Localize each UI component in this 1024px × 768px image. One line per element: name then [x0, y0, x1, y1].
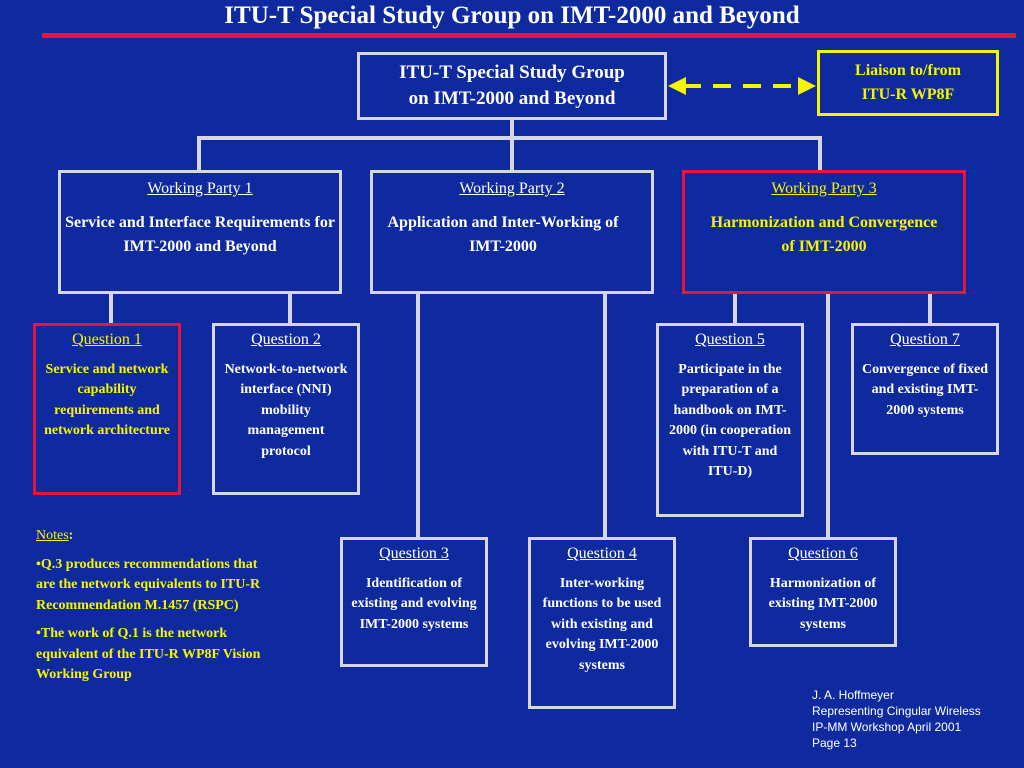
question-7-description: Convergence of fixed and existing IMT-20… — [862, 361, 988, 418]
question-5-box: Question 5 Participate in the preparatio… — [656, 323, 804, 517]
question-7-heading: Question 7 — [890, 331, 960, 348]
question-4-heading: Question 4 — [567, 545, 637, 562]
main-study-group-box: ITU-T Special Study Group on IMT-2000 an… — [357, 52, 667, 120]
liaison-arrow — [668, 77, 816, 95]
question-2-heading: Question 2 — [251, 331, 321, 348]
note-item-1: •Q.3 produces recommendations that are t… — [36, 556, 261, 613]
notes-heading: Notes — [36, 528, 69, 543]
page-title: ITU-T Special Study Group on IMT-2000 an… — [224, 2, 800, 29]
presenter-credit: J. A. Hoffmeyer Representing Cingular Wi… — [812, 687, 1022, 751]
question-7-box: Question 7 Convergence of fixed and exis… — [851, 323, 999, 455]
question-3-description: Identification of existing and evolving … — [351, 575, 477, 632]
credit-author: J. A. Hoffmeyer — [812, 688, 894, 702]
liaison-line1: Liaison to/from — [855, 62, 961, 79]
working-party-3-description: Harmonization and Convergence of IMT-200… — [710, 214, 938, 255]
credit-page: Page 13 — [812, 736, 857, 750]
question-2-box: Question 2 Network-to-network interface … — [212, 323, 360, 495]
working-party-3-heading: Working Party 3 — [771, 180, 877, 197]
liaison-line2: ITU-R WP8F — [861, 86, 955, 103]
credit-event: IP-MM Workshop April 2001 — [812, 720, 962, 734]
title-underline — [42, 33, 1016, 38]
question-6-description: Harmonization of existing IMT-2000 syste… — [768, 575, 878, 632]
question-5-description: Participate in the preparation of a hand… — [668, 361, 792, 480]
notes-section: Notes: •Q.3 produces recommendations tha… — [36, 526, 276, 694]
question-5-heading: Question 5 — [695, 331, 765, 348]
question-4-box: Question 4 Inter-working functions to be… — [528, 537, 676, 709]
liaison-box: Liaison to/from ITU-R WP8F — [817, 50, 999, 116]
question-1-box: Question 1 Service and network capabilit… — [33, 323, 181, 495]
question-3-box: Question 3 Identification of existing an… — [340, 537, 488, 667]
question-6-heading: Question 6 — [788, 545, 858, 562]
main-box-line1: ITU-T Special Study Group — [399, 62, 625, 83]
question-1-description: Service and network capability requireme… — [44, 361, 170, 439]
working-party-3-box: Working Party 3 Harmonization and Conver… — [682, 170, 966, 294]
note-item-2: •The work of Q.1 is the network equivale… — [36, 626, 261, 682]
working-party-1-box: Working Party 1 Service and Interface Re… — [58, 170, 342, 294]
question-3-heading: Question 3 — [379, 545, 449, 562]
working-party-2-description: Application and Inter-Working of IMT-200… — [387, 214, 619, 255]
question-6-box: Question 6 Harmonization of existing IMT… — [749, 537, 897, 647]
working-party-2-box: Working Party 2 Application and Inter-Wo… — [370, 170, 654, 294]
working-party-2-heading: Working Party 2 — [459, 180, 565, 197]
credit-affiliation: Representing Cingular Wireless — [812, 704, 981, 718]
question-4-description: Inter-working functions to be used with … — [542, 575, 662, 673]
working-party-1-description: Service and Interface Requirements for I… — [65, 214, 335, 255]
question-1-heading: Question 1 — [72, 331, 142, 348]
working-party-1-heading: Working Party 1 — [147, 180, 253, 197]
question-2-description: Network-to-network interface (NNI) mobil… — [224, 361, 348, 459]
notes-colon: : — [68, 528, 74, 543]
main-box-line2: on IMT-2000 and Beyond — [408, 88, 616, 109]
